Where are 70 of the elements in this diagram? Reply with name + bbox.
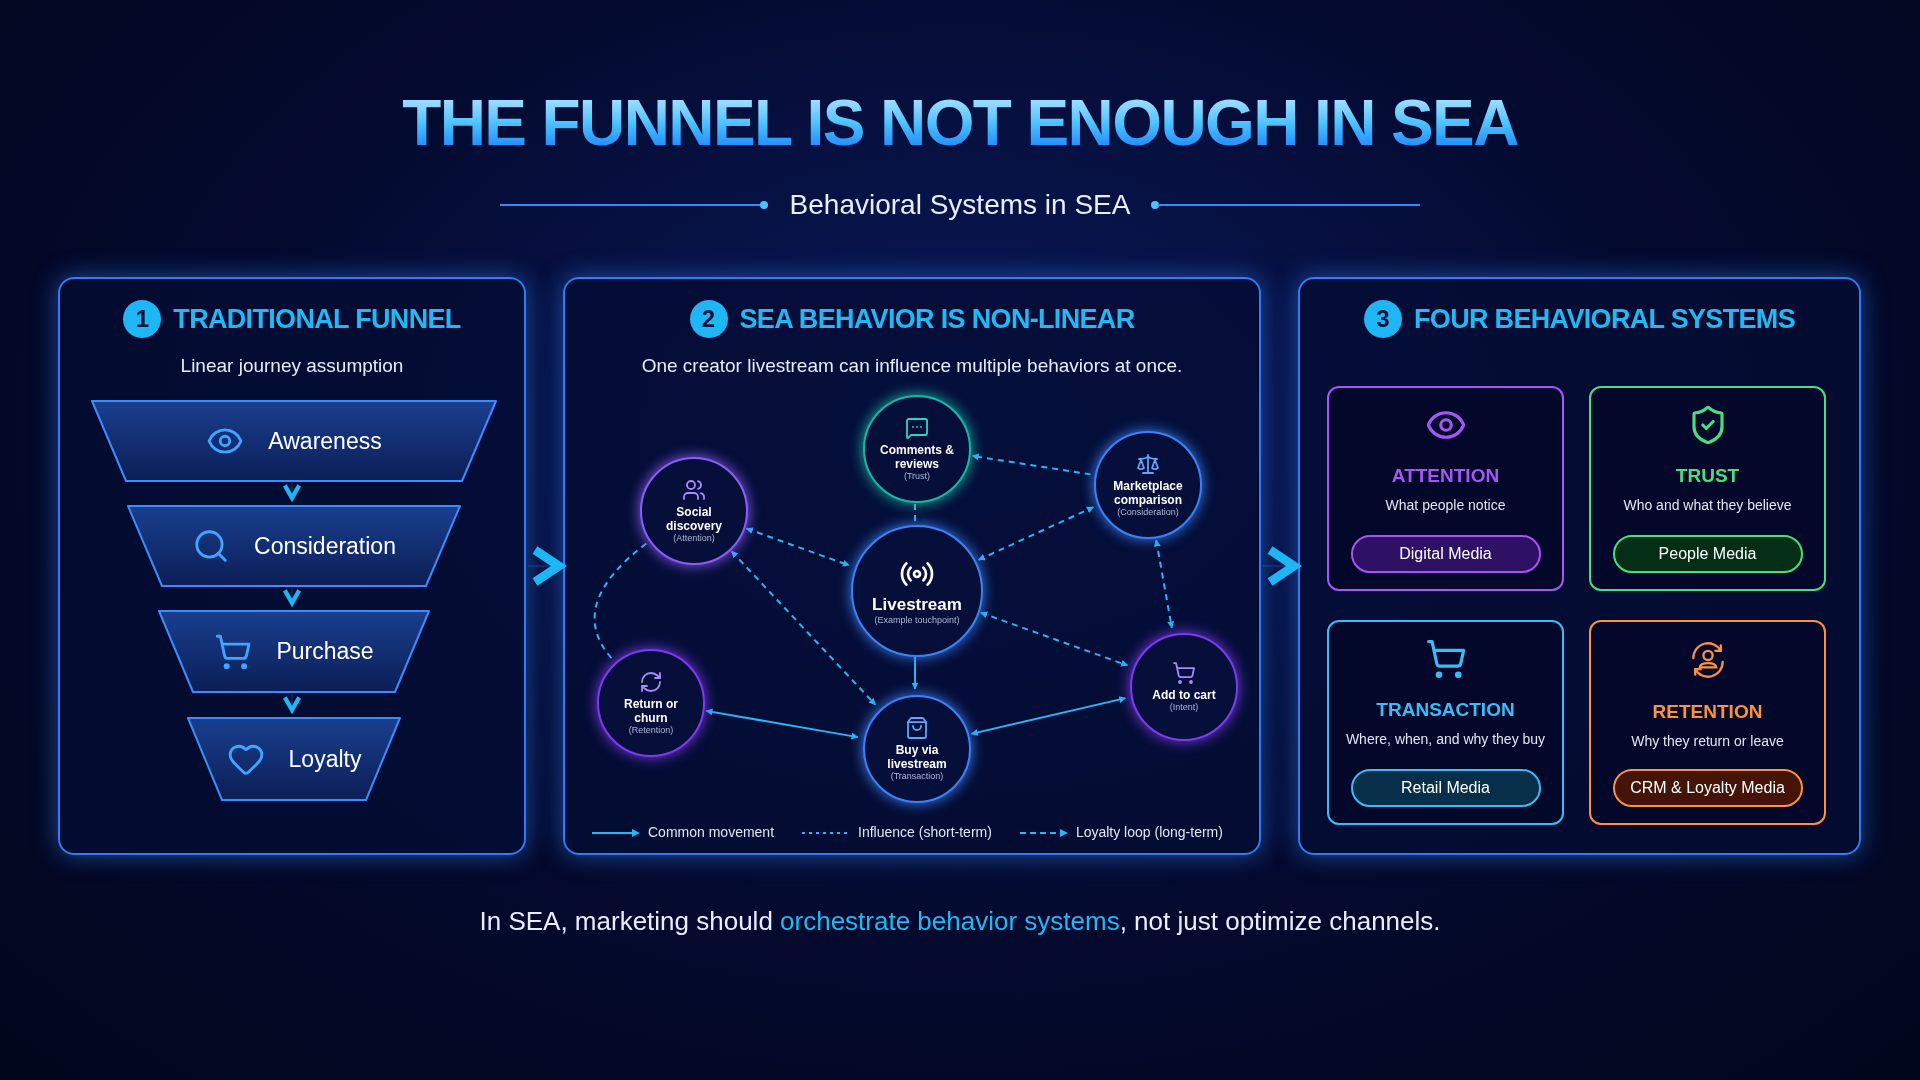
legend-label: Loyalty loop (long-term) [1075, 823, 1223, 842]
panel-subtitle: Linear journey assumption [180, 354, 404, 378]
funnel-stage [90, 399, 498, 483]
circle-sublabel: (Retention) [628, 724, 674, 736]
circle-label: Add to cart [1151, 689, 1217, 703]
circle-sublabel: (Consideration) [1117, 506, 1179, 518]
circle-label: Livestream [872, 596, 962, 615]
stage-label: Consideration [254, 531, 396, 561]
chevron-arrow [282, 693, 302, 713]
card-description: Who and what they believe [1623, 495, 1792, 515]
dashed-line [593, 542, 648, 660]
stage-label: Awareness [268, 426, 382, 456]
media-pill: Digital Media [1350, 535, 1541, 573]
stage-label: Loyalty [288, 744, 362, 774]
circle-label: Comments & reviews [879, 444, 955, 471]
panel-heading: FOUR BEHAVIORAL SYSTEMS [1414, 303, 1795, 336]
system-card [1327, 620, 1564, 825]
step-number-badge: 2 [689, 300, 728, 339]
funnel-stage [126, 504, 462, 588]
card-heading: ATTENTION [1391, 464, 1500, 488]
legend-label: Influence (short-term) [858, 823, 992, 842]
system-card [1589, 386, 1826, 591]
card-heading: TRUST [1675, 464, 1740, 488]
media-pill: People Media [1612, 535, 1803, 573]
dashed-arrow [1153, 539, 1175, 629]
card-description: Why they return or leave [1631, 731, 1784, 751]
system-card [1327, 386, 1564, 591]
panel [563, 277, 1261, 855]
panel [58, 277, 526, 855]
circle-label: Buy via livestream [886, 744, 948, 771]
media-pill: Retail Media [1350, 769, 1541, 807]
funnel-stage [157, 609, 431, 694]
stage-label: Purchase [276, 637, 374, 667]
panel-subtitle: One creator livestream can influence multiple behaviors at once. [641, 354, 1183, 378]
subtitle: Behavioral Systems in SEA [789, 188, 1131, 222]
media-pill: CRM & Loyalty Media [1612, 769, 1803, 807]
dashed-line [914, 502, 916, 522]
panel-heading: TRADITIONAL FUNNEL [173, 303, 461, 336]
panel-heading: SEA BEHAVIOR IS NON-LINEAR [739, 303, 1135, 336]
circle-label: Social discovery [664, 506, 723, 533]
dashed-arrow [730, 550, 877, 706]
circle-label: Marketplace comparison [1112, 480, 1184, 507]
dashed-arrow [745, 527, 851, 567]
card-description: What people notice [1385, 495, 1506, 515]
circle-label: Return or churn [623, 698, 679, 725]
circle-sublabel: (Trust) [903, 470, 931, 482]
circle-sublabel: (Example touchpoint) [874, 614, 960, 626]
dashed-arrow [979, 611, 1129, 667]
circle-sublabel: (Transaction) [890, 770, 944, 782]
card-heading: TRANSACTION [1376, 698, 1515, 722]
circle-sublabel: (Intent) [1169, 702, 1199, 713]
dashed-arrow [971, 453, 1092, 476]
panel [1298, 277, 1861, 855]
step-number-badge: 3 [1364, 300, 1402, 339]
step-number-badge: 1 [123, 300, 162, 339]
caption: In SEA, marketing should orchestrate behavior systems, not just optimize channels. [479, 905, 1441, 938]
arrow [705, 708, 859, 740]
dashed-arrow [977, 506, 1095, 561]
chevron-arrow [282, 482, 302, 501]
circle-sublabel: (Attention) [673, 532, 715, 544]
chevron-arrow [527, 545, 564, 587]
card-description: Where, when, and why they buy [1345, 729, 1546, 749]
arrow [970, 696, 1127, 736]
funnel-stage [186, 716, 402, 802]
system-card [1589, 620, 1826, 825]
chevron-arrow [1262, 545, 1299, 587]
card-heading: RETENTION [1652, 700, 1763, 724]
arrow [911, 656, 919, 690]
chevron-arrow [282, 587, 302, 606]
legend-label: Common movement [648, 823, 775, 842]
